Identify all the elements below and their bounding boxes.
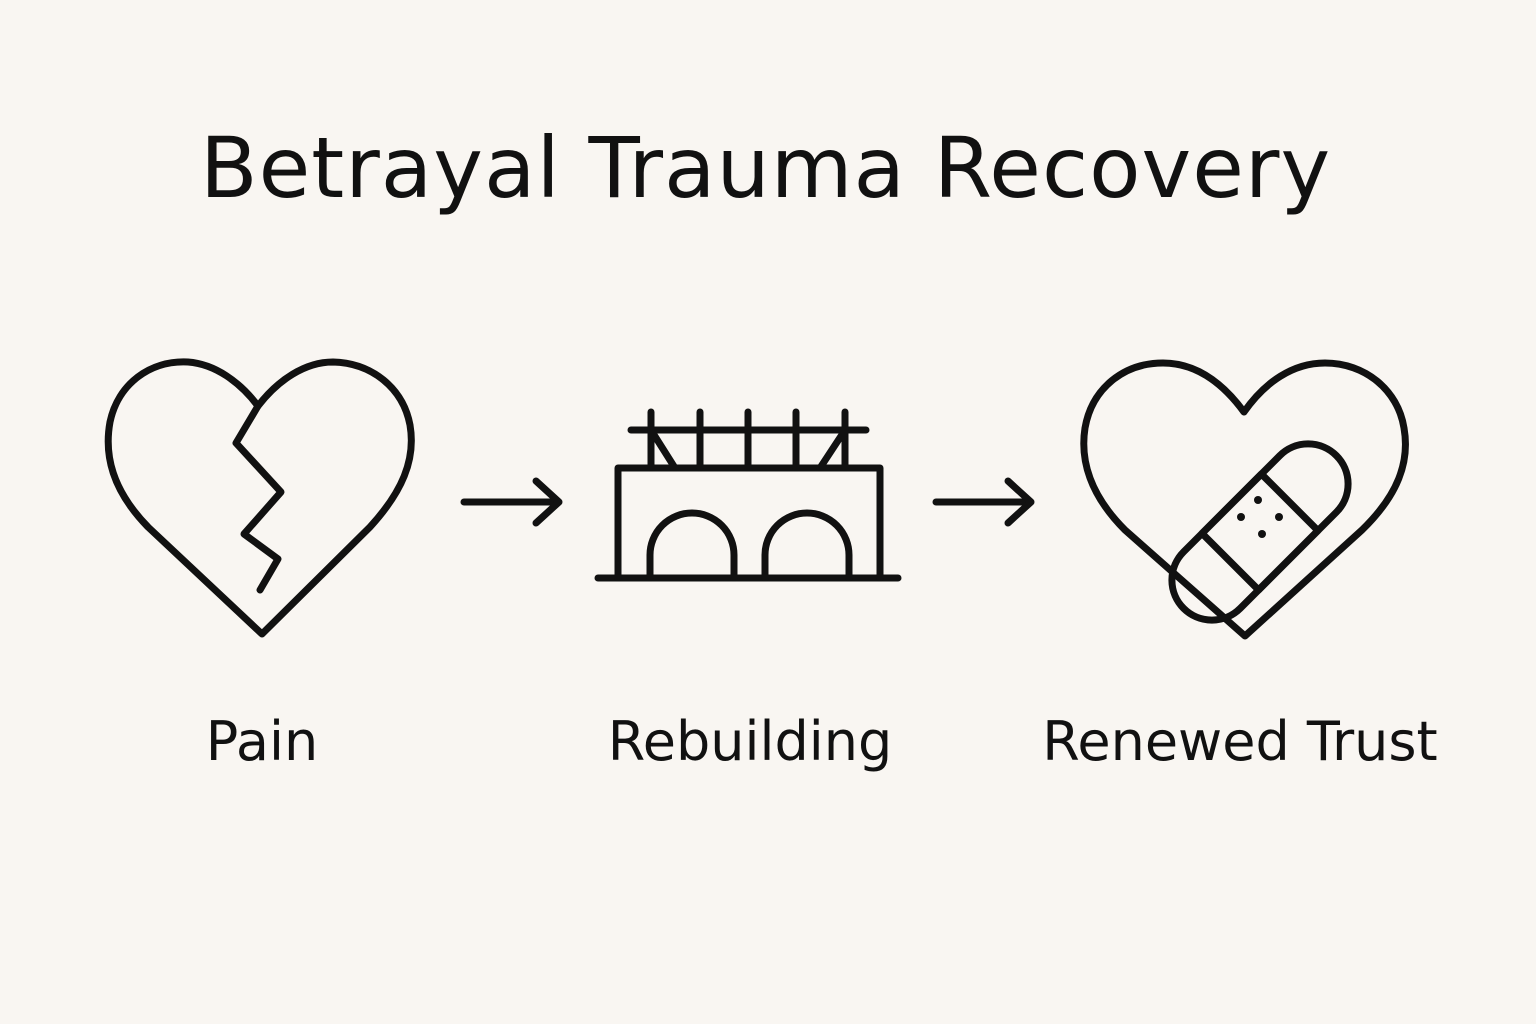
- bandage-icon: [1168, 440, 1352, 624]
- bridge-icon: [594, 408, 902, 582]
- stage-label-rebuilding: Rebuilding: [607, 710, 893, 773]
- diagram-title: Betrayal Trauma Recovery: [200, 119, 1332, 217]
- right-arrow-icon: [932, 477, 1035, 527]
- bandaged-heart-icon: [1080, 359, 1409, 640]
- stage-label-renewed-trust: Renewed Trust: [1042, 710, 1438, 773]
- broken-heart-icon: [104, 358, 415, 638]
- stage-label-pain: Pain: [205, 710, 319, 773]
- right-arrow-icon: [460, 477, 563, 527]
